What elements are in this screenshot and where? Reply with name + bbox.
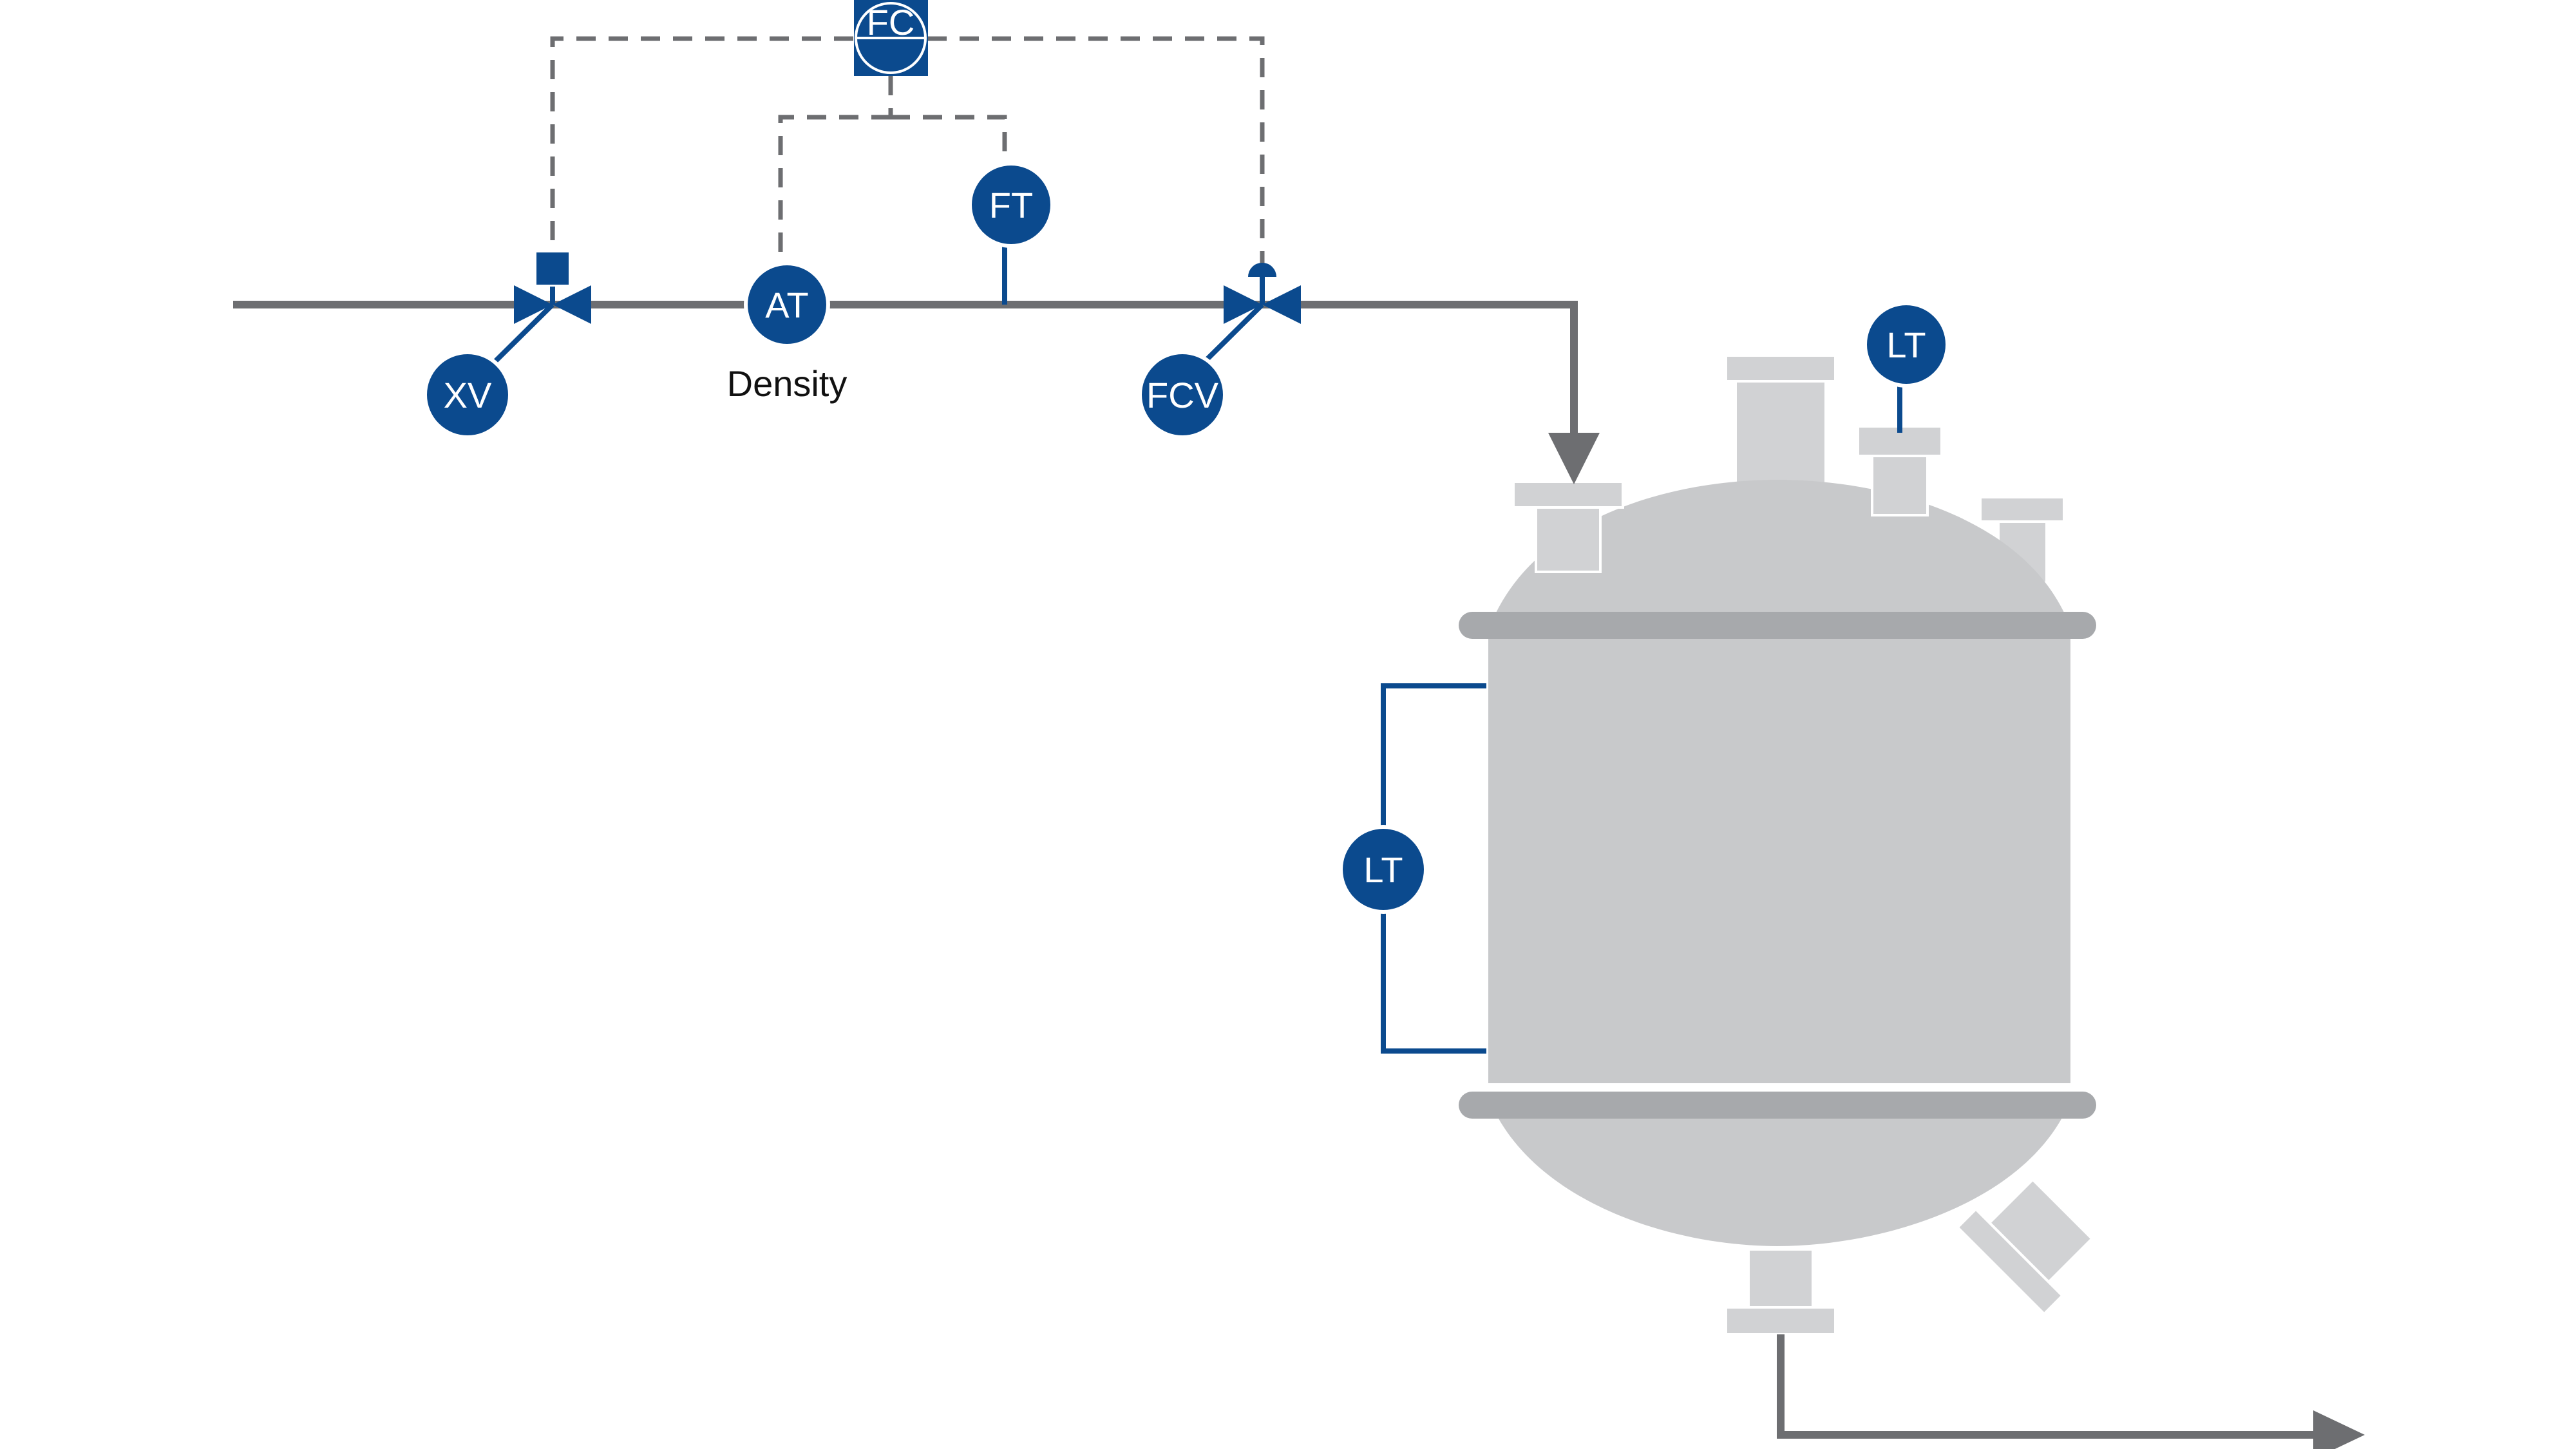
fc-controller[interactable]: FC: [854, 0, 928, 76]
side-angled-nozzle: [1955, 1177, 2094, 1316]
density-label: Density: [727, 363, 848, 404]
inlet-nozzle-flange: [1512, 480, 1624, 509]
reactor-vessel: [1459, 354, 2096, 1336]
at-label: AT: [765, 285, 808, 325]
at-instrument[interactable]: AT: [744, 261, 830, 348]
outlet-nozzle-neck: [1747, 1248, 1814, 1309]
top-nozzles: [1725, 354, 2065, 584]
fcv-label: FCV: [1146, 375, 1219, 415]
xv-connector: [488, 303, 554, 369]
top-nozzle-center-flange: [1725, 354, 1837, 383]
outlet-arrow-icon: [2313, 1410, 2365, 1449]
fc-label: FC: [867, 2, 915, 43]
fcv-connector: [1197, 303, 1264, 369]
vessel-top-band: [1459, 612, 2096, 639]
fcv-instrument[interactable]: FCV: [1138, 350, 1227, 439]
top-nozzle-center-neck: [1734, 380, 1827, 495]
outlet-process-line: [1777, 1334, 2318, 1439]
fcv-diaphragm-actuator-icon: [1248, 263, 1276, 277]
signal-line-fc-to-ft: [891, 115, 1007, 164]
inlet-arrow-icon: [1548, 433, 1600, 484]
signal-line-fc-to-xv: [550, 36, 853, 251]
vessel-bottom-band: [1459, 1092, 2096, 1119]
ft-label: FT: [989, 185, 1033, 225]
vessel-body: [1484, 632, 2074, 1087]
xv-instrument[interactable]: XV: [423, 350, 512, 439]
signal-line-fc-to-at: [778, 115, 891, 263]
vessel-bottom-head: [1493, 1108, 2067, 1246]
xv-label: XV: [444, 375, 492, 415]
lt-top-label: LT: [1886, 325, 1926, 365]
inlet-nozzle-neck: [1535, 506, 1602, 573]
lt-side-label: LT: [1363, 849, 1403, 890]
top-nozzle-right-flange: [1979, 496, 2065, 523]
outlet-nozzle-flange: [1725, 1306, 1837, 1336]
lt-nozzle-neck: [1871, 455, 1929, 516]
signal-lines: [550, 36, 1265, 267]
xv-solenoid-actuator-icon: [536, 252, 569, 285]
lt-top-instrument[interactable]: LT: [1863, 301, 1949, 388]
xv-valve-icon[interactable]: [514, 252, 591, 324]
process-lines: [233, 301, 2318, 1439]
signal-line-fc-to-fcv: [927, 36, 1265, 267]
ft-instrument[interactable]: FT: [968, 162, 1054, 248]
main-process-line: [233, 301, 1578, 438]
fcv-valve-icon[interactable]: [1224, 263, 1301, 324]
lt-side-instrument[interactable]: LT: [1339, 825, 1428, 914]
